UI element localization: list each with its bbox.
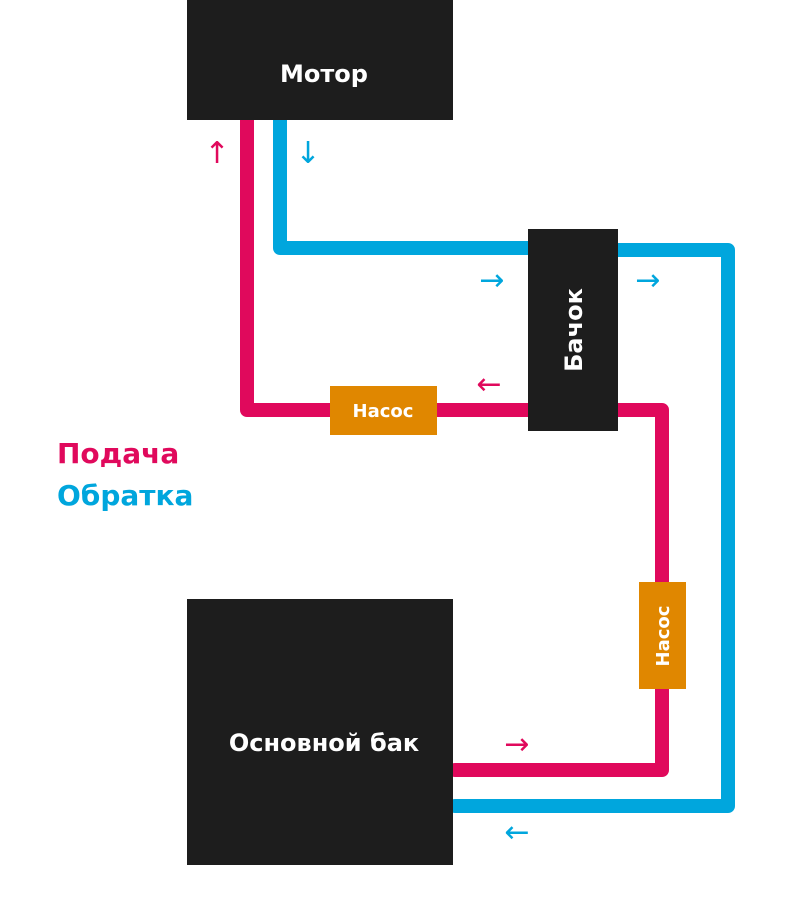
supply-arrow-up-icon: ↑ bbox=[204, 136, 229, 171]
return-arrow-down-icon: ↓ bbox=[295, 136, 320, 171]
return-line-motor-to-tank bbox=[273, 108, 547, 255]
supply-line-main-to-tank bbox=[448, 403, 669, 777]
pump-horizontal: Насос bbox=[330, 386, 437, 435]
tank-small-block: Бачок bbox=[528, 229, 618, 431]
pump-vertical-label: Насос bbox=[653, 606, 674, 667]
tank-small-label: Бачок bbox=[560, 288, 588, 372]
main-tank-label: Основной бак bbox=[229, 729, 419, 757]
legend-return: Обратка bbox=[57, 479, 193, 512]
supply-arrow-right-icon: → bbox=[504, 727, 529, 762]
supply-line-tank-to-motor bbox=[240, 108, 547, 417]
legend-supply: Подача bbox=[57, 437, 179, 470]
motor-block: Мотор bbox=[187, 0, 453, 120]
motor-label: Мотор bbox=[280, 60, 368, 88]
return-arrow-left-icon: ← bbox=[504, 815, 529, 850]
return-arrow-right-icon: → bbox=[479, 263, 504, 298]
supply-arrow-left-icon: ← bbox=[476, 367, 501, 402]
return-arrow-right-icon-2: → bbox=[635, 263, 660, 298]
return-line-tank-to-main bbox=[448, 243, 735, 813]
pump-horizontal-label: Насос bbox=[353, 401, 414, 422]
main-tank-block: Основной бак bbox=[187, 599, 453, 865]
pump-vertical: Насос bbox=[639, 582, 686, 689]
